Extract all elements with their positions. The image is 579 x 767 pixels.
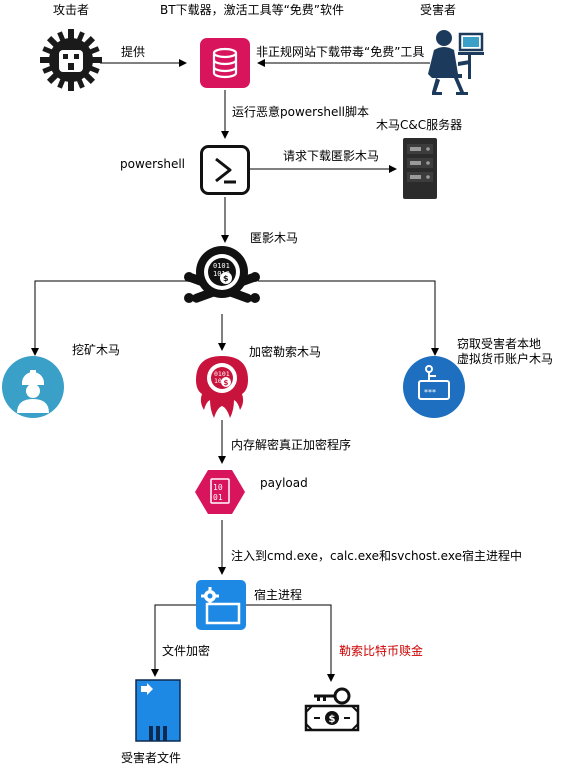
- connectors: [31, 59, 439, 682]
- victim-label: 受害者: [420, 3, 457, 17]
- wallet-trojan-label-line2: 虚拟货币账户木马: [457, 352, 554, 366]
- svg-text:0101: 0101: [213, 262, 230, 270]
- skull-crossbones-icon: 0101 1010 $: [184, 246, 260, 303]
- svg-text:0101: 0101: [214, 370, 230, 378]
- payload-label: payload: [260, 476, 308, 490]
- powershell-icon: [200, 145, 250, 195]
- wallet-trojan-icon: ***: [403, 356, 465, 418]
- run-ps-label: 运行恶意powershell脚本: [232, 105, 369, 119]
- ransom-trojan-label: 加密勒索木马: [249, 345, 322, 359]
- download-label: 非正规网站下载带毒“免费”工具: [256, 45, 425, 59]
- ransom-trojan-icon: 0101 1010 $: [196, 356, 248, 418]
- svg-text:10: 10: [213, 483, 223, 492]
- miner-trojan-label: 挖矿木马: [72, 343, 121, 357]
- attacker-icon: [40, 29, 102, 91]
- cc-server-label: 木马C&C服务器: [376, 118, 463, 132]
- victim-icon: [428, 30, 484, 95]
- payload-icon: 10 01: [195, 470, 245, 514]
- bt-tools-label: BT下载器，激活工具等“免费”软件: [160, 3, 344, 17]
- svg-text:***: ***: [424, 388, 436, 397]
- host-process-label: 宿主进程: [254, 588, 303, 602]
- miner-icon: [2, 356, 64, 418]
- svg-text:01: 01: [213, 493, 223, 502]
- svg-text:$: $: [224, 379, 229, 387]
- file-encrypt-label: 文件加密: [162, 644, 211, 658]
- svg-text:$: $: [329, 714, 336, 725]
- inject-label: 注入到cmd.exe，calc.exe和svchost.exe宿主进程中: [231, 549, 522, 563]
- database-icon: [200, 38, 250, 88]
- edge-to-miner: [31, 280, 188, 356]
- shadow-trojan-label: 匿影木马: [250, 231, 299, 245]
- request-download-label: 请求下载匿影木马: [283, 149, 380, 163]
- edge-to-wallet: [258, 280, 439, 356]
- wallet-trojan-label-line1: 窃取受害者本地: [457, 337, 542, 351]
- powershell-label: powershell: [120, 157, 185, 171]
- attacker-label: 攻击者: [53, 3, 90, 17]
- svg-text:$: $: [223, 274, 229, 283]
- victim-files-label: 受害者文件: [121, 751, 182, 765]
- edge-file-encrypt: [151, 604, 196, 677]
- provide-label: 提供: [121, 45, 146, 59]
- host-process-icon: [196, 580, 246, 630]
- ransom-btc-label: 勒索比特币赎金: [339, 644, 424, 658]
- decrypt-label: 内存解密真正加密程序: [231, 438, 352, 452]
- svg-text:1010: 1010: [213, 270, 230, 278]
- server-icon: [403, 138, 437, 199]
- key-money-icon: $: [304, 687, 360, 732]
- victim-files-icon: [135, 679, 181, 742]
- edge-ransom-btc: [246, 604, 335, 682]
